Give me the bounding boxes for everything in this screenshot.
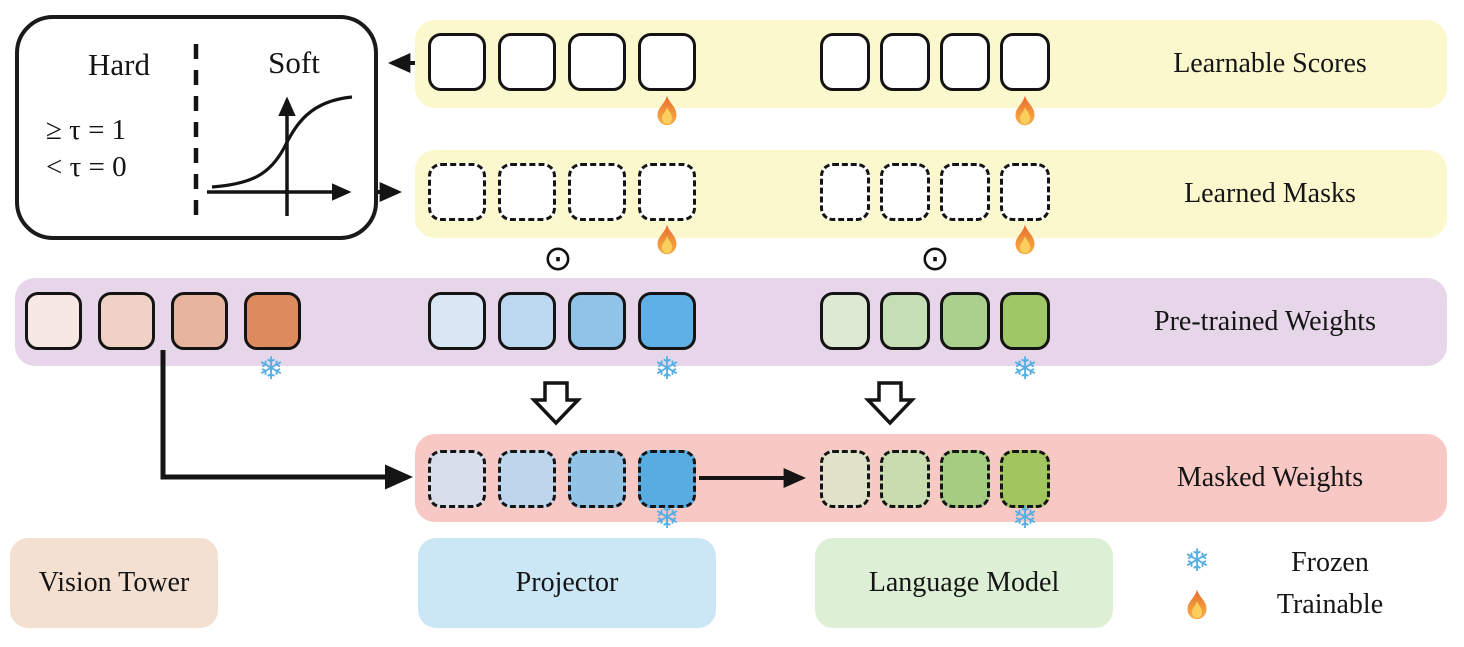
weight-cell <box>638 163 696 221</box>
learned-masks-projector-row <box>428 163 696 221</box>
weight-cell <box>568 450 626 508</box>
elementwise-product-operator: ⊙ <box>543 239 573 279</box>
pretrained-vision-row <box>25 292 301 350</box>
weight-cell <box>820 292 870 350</box>
legend-flame-icon <box>1185 589 1209 620</box>
weight-cell <box>638 450 696 508</box>
weight-cell <box>940 33 990 91</box>
learnable-scores-label: Learnable Scores <box>1173 48 1367 79</box>
weight-cell <box>940 163 990 221</box>
weight-cell <box>880 450 930 508</box>
legend-snowflake-icon: ❄ <box>1184 543 1210 579</box>
hard-threshold-rule-one: ≥ τ = 1 <box>46 114 127 146</box>
weight-cell <box>171 292 228 350</box>
language-model-box: Language Model <box>815 538 1113 628</box>
weight-cell <box>498 450 556 508</box>
masked-language-row <box>820 450 1050 508</box>
weight-cell <box>1000 450 1050 508</box>
weight-cell <box>1000 292 1050 350</box>
threshold-function-box: Hard Soft ≥ τ = 1 < τ = 0 <box>15 15 378 240</box>
weight-cell <box>568 292 626 350</box>
snowflake-icon: ❄ <box>654 351 680 387</box>
weight-cell <box>1000 33 1050 91</box>
weight-cell <box>638 33 696 91</box>
weight-cell <box>498 292 556 350</box>
flame-icon <box>655 95 679 126</box>
hard-threshold-rule-zero: < τ = 0 <box>46 151 127 183</box>
weight-cell <box>638 292 696 350</box>
learned-masks-label: Learned Masks <box>1184 178 1356 209</box>
weight-cell <box>820 163 870 221</box>
weight-cell <box>428 450 486 508</box>
projector-box: Projector <box>418 538 716 628</box>
elementwise-product-operator: ⊙ <box>920 239 950 279</box>
weight-cell <box>25 292 82 350</box>
snowflake-icon: ❄ <box>258 351 284 387</box>
weight-cell <box>568 33 626 91</box>
down-arrow-language-icon <box>863 381 917 426</box>
flame-icon <box>1013 95 1037 126</box>
weight-cell <box>880 33 930 91</box>
soft-threshold-label: Soft <box>268 45 320 80</box>
legend-trainable-label: Trainable <box>1276 589 1384 620</box>
pretrained-projector-row <box>428 292 696 350</box>
hard-threshold-label: Hard <box>88 47 150 82</box>
flame-icon <box>1013 224 1037 255</box>
weight-cell <box>940 292 990 350</box>
vision-tower-label: Vision Tower <box>38 567 190 598</box>
learnable-scores-projector-row <box>428 33 696 91</box>
flame-icon <box>655 224 679 255</box>
pretrained-language-row <box>820 292 1050 350</box>
masked-weights-label: Masked Weights <box>1176 462 1364 493</box>
weight-cell <box>244 292 301 350</box>
weight-cell <box>820 33 870 91</box>
weight-cell <box>498 163 556 221</box>
weight-cell <box>880 292 930 350</box>
vision-tower-box: Vision Tower <box>10 538 218 628</box>
weight-cell <box>428 163 486 221</box>
weight-cell <box>820 450 870 508</box>
weight-cell <box>98 292 155 350</box>
snowflake-icon: ❄ <box>1012 500 1038 536</box>
down-arrow-projector-icon <box>529 381 583 426</box>
language-model-label: Language Model <box>868 567 1060 598</box>
weight-cell <box>940 450 990 508</box>
masked-projector-row <box>428 450 696 508</box>
weight-cell <box>498 33 556 91</box>
weight-cell <box>1000 163 1050 221</box>
weight-cell <box>568 163 626 221</box>
learned-masks-language-row <box>820 163 1050 221</box>
weight-cell <box>880 163 930 221</box>
projector-label: Projector <box>515 567 619 598</box>
snowflake-icon: ❄ <box>1012 351 1038 387</box>
snowflake-icon: ❄ <box>654 500 680 536</box>
weight-cell <box>428 33 486 91</box>
weight-cell <box>428 292 486 350</box>
pretrained-weights-label: Pre-trained Weights <box>1154 306 1376 337</box>
legend-frozen-label: Frozen <box>1291 547 1369 578</box>
learnable-scores-language-row <box>820 33 1050 91</box>
